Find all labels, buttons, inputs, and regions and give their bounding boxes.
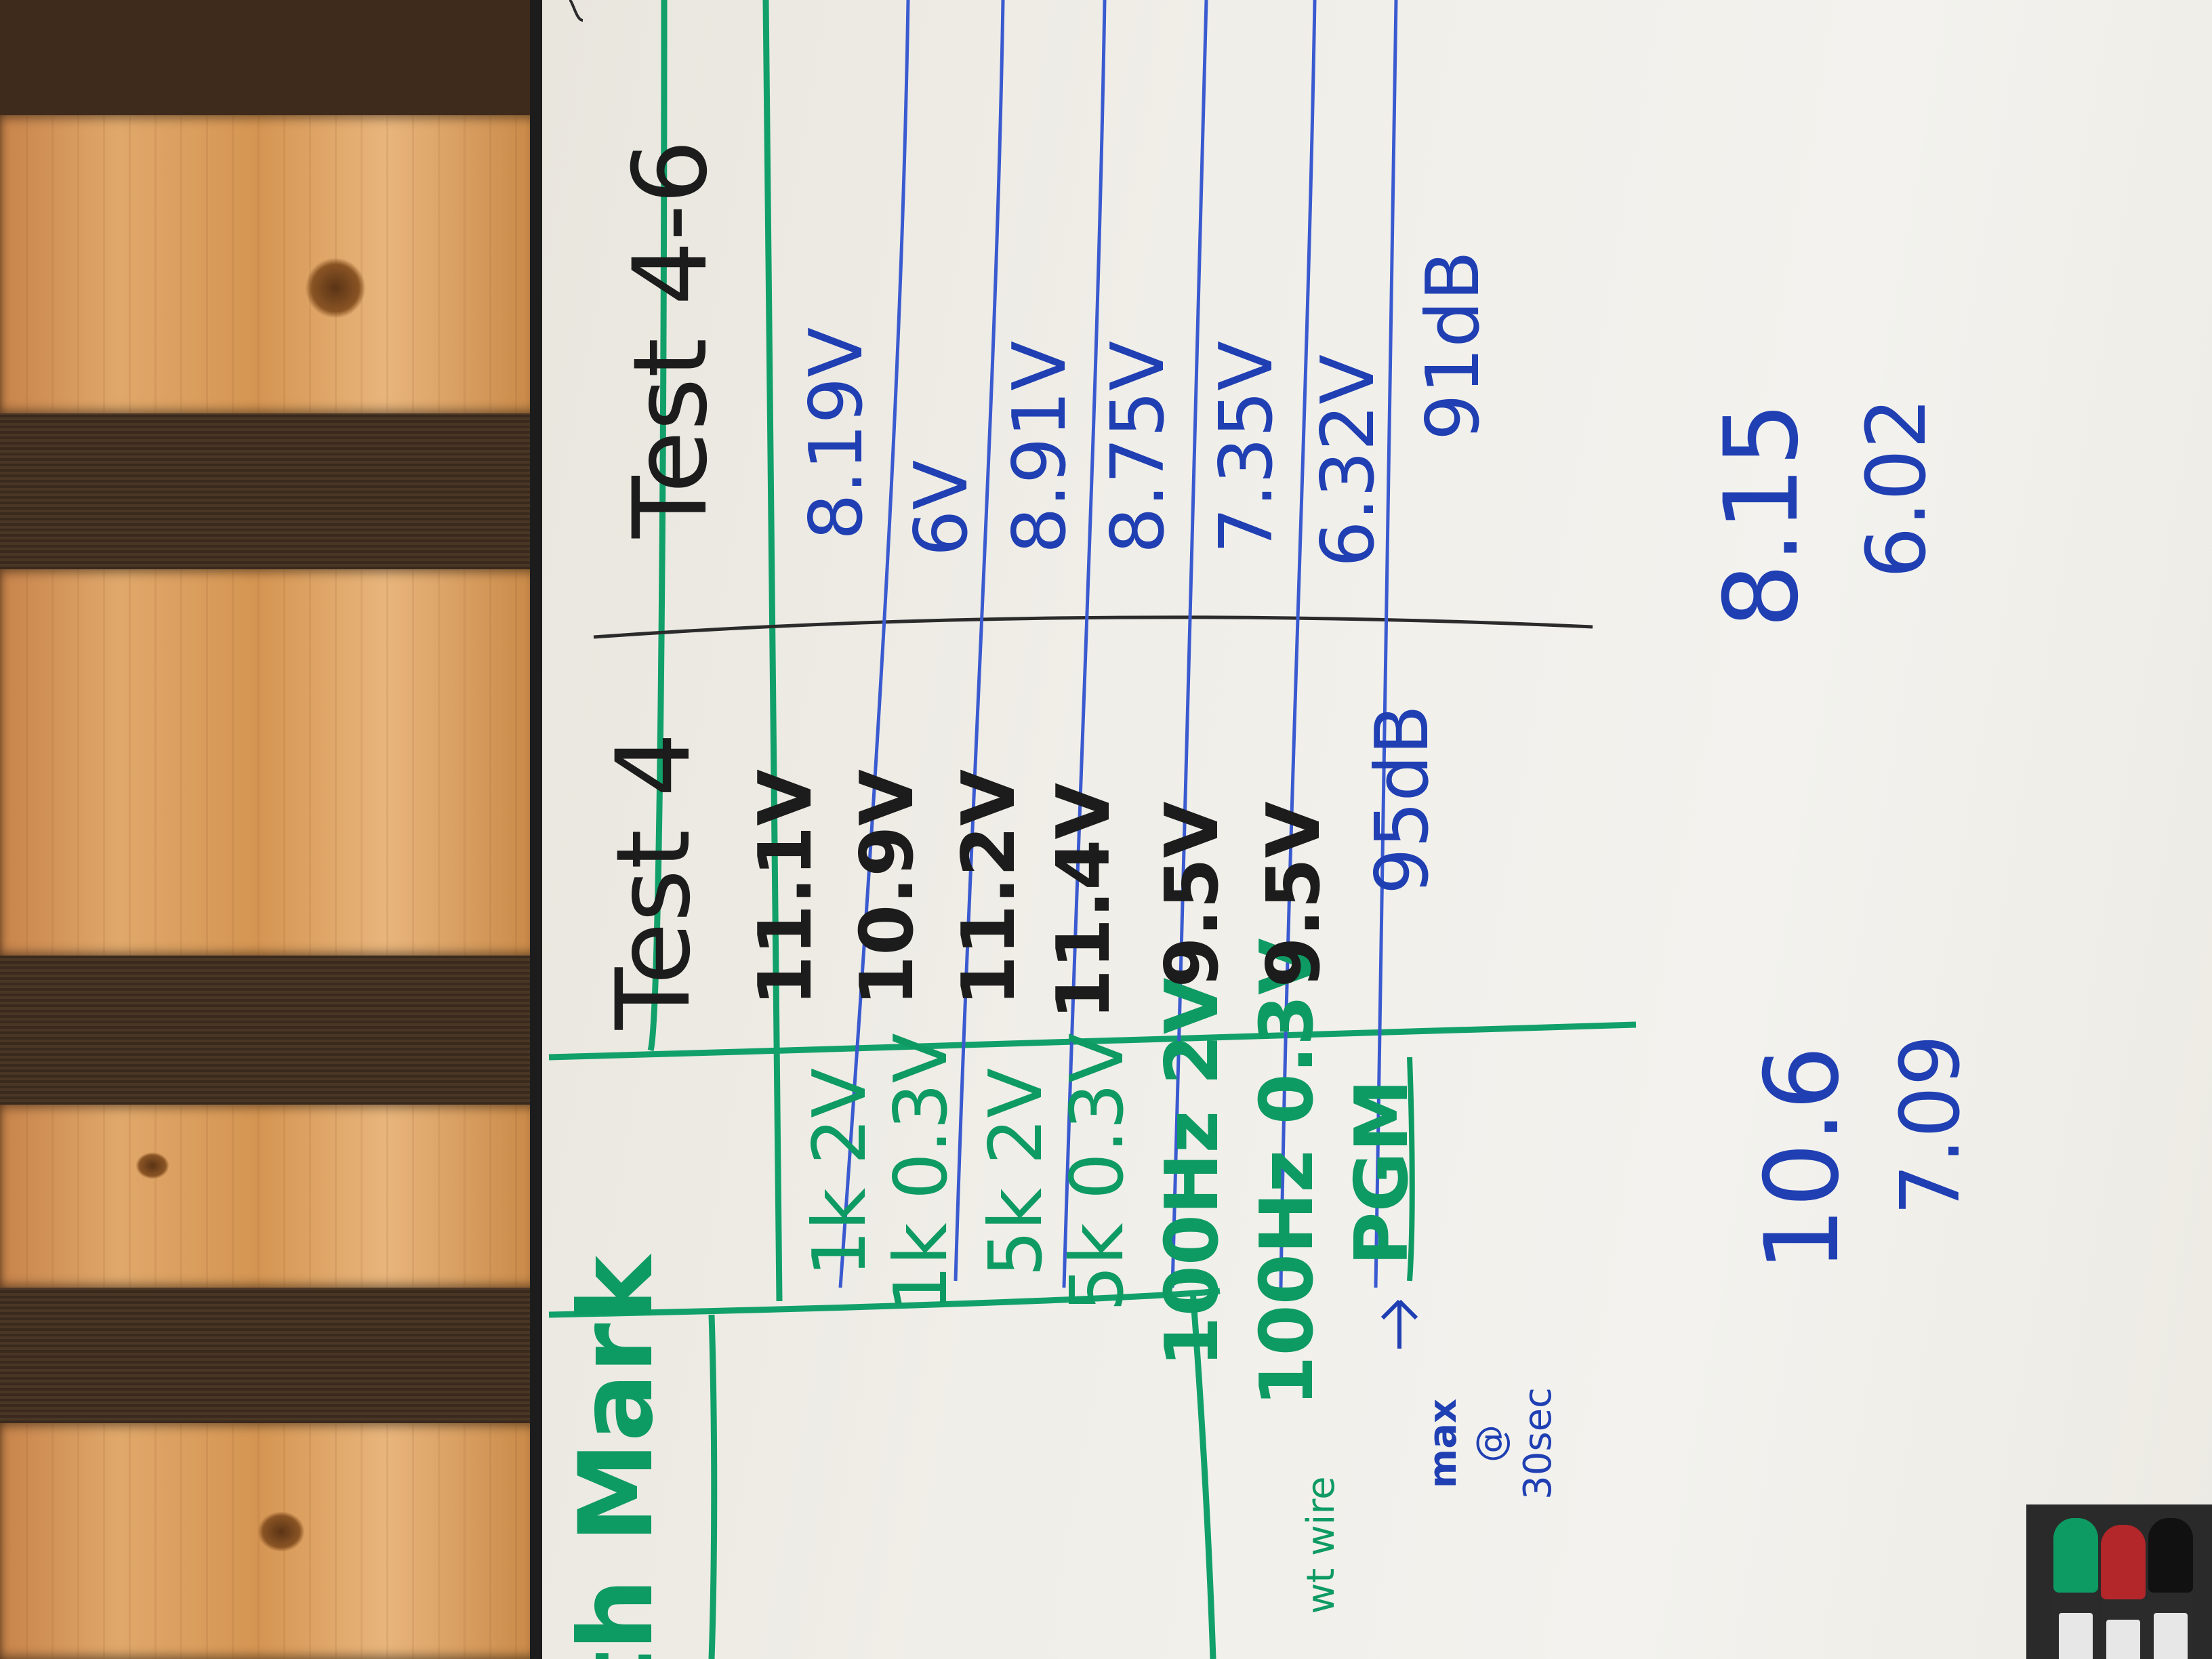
black-column-divider [593,615,1593,639]
green-grid-line [647,0,668,1052]
header-test4: Test 4 [595,732,713,1030]
test4-6-value: 8.91V [998,340,1082,554]
max-note: @ [1469,1425,1513,1462]
wood-knot [136,1152,169,1179]
test4-value: 10.9V [845,769,930,1007]
wire-note: wt wire [1299,1476,1343,1614]
test4-value: 11.4V [1042,782,1126,1021]
blue-row-line [1062,0,1107,1288]
blue-row-line [954,0,1005,1282]
test4-6-value: 8.75V [1096,340,1181,554]
wall-gap [0,956,535,1105]
wood-plank [0,115,535,413]
average-value: 7.09 [1884,1034,1978,1216]
red-marker [2101,1525,2146,1659]
test4-6-value: 7.35V [1204,340,1289,554]
test4-6-value: 6.32V [1306,354,1391,568]
wood-knot [258,1511,305,1552]
row-label: 5k 2V [974,1067,1059,1277]
black-marker [2148,1518,2193,1659]
marker-label [2059,1613,2093,1659]
test4-value: 9.5V [1252,801,1336,988]
wall-gap [0,1288,535,1423]
whiteboard: th Mark Test 4 Test 4-6 1k 2V 1k 0.3V 5k… [542,0,2212,1659]
wooden-wall [0,0,535,1659]
arrow-icon [1380,1299,1418,1349]
row-label: 5k 0.3V [1055,1033,1140,1312]
green-marker [2053,1518,2098,1659]
average-value: 10.6 [1744,1046,1862,1272]
green-grid-line [1189,1290,1216,1659]
green-grid-line [762,0,783,1302]
blue-row-line [838,0,910,1288]
wood-plank [0,569,535,956]
board-title: th Mark [558,1255,676,1659]
wall-gap [0,413,535,569]
green-grid-line [548,1288,1221,1318]
black-column-divider [568,0,583,22]
marker-label [2106,1620,2140,1659]
test4-value: 95dB [1360,704,1445,895]
test4-6-value: 8.19V [794,327,879,541]
average-value: 6.02 [1850,397,1944,579]
marker-cap [2101,1525,2146,1599]
test4-value: 9.5V [1150,801,1235,988]
marker-tray [2026,1491,2212,1659]
row-label: 1k 2V [798,1067,882,1277]
row-label: 100Hz 2V [1150,977,1235,1368]
average-value: 8.15 [1703,402,1821,628]
blue-row-line [1279,0,1317,1288]
green-underline [1407,1057,1415,1282]
row-label: 1k 0.3V [879,1033,964,1312]
marker-cap [2053,1518,2098,1593]
wood-plank [0,1105,535,1288]
row-label: 100Hz 0.3V [1245,938,1330,1407]
marker-label [2154,1613,2188,1659]
marker-cap [2148,1518,2193,1593]
header-test4-6: Test 4-6 [612,139,730,539]
test4-value: 11.1V [743,769,828,1007]
blue-row-line [1374,0,1398,1288]
wood-knot [305,258,366,319]
green-grid-line [708,1314,718,1659]
table-lines [548,0,1637,1659]
green-grid-line [548,1021,1637,1061]
max-note: max [1421,1398,1465,1489]
max-note: 30sec [1516,1387,1560,1500]
test4-6-value: 6V [899,459,984,557]
test4-6-value: 91dB [1411,250,1496,441]
test4-value: 11.2V [947,769,1031,1007]
row-label: PGM [1340,1079,1425,1266]
whiteboard-frame [530,0,542,1659]
